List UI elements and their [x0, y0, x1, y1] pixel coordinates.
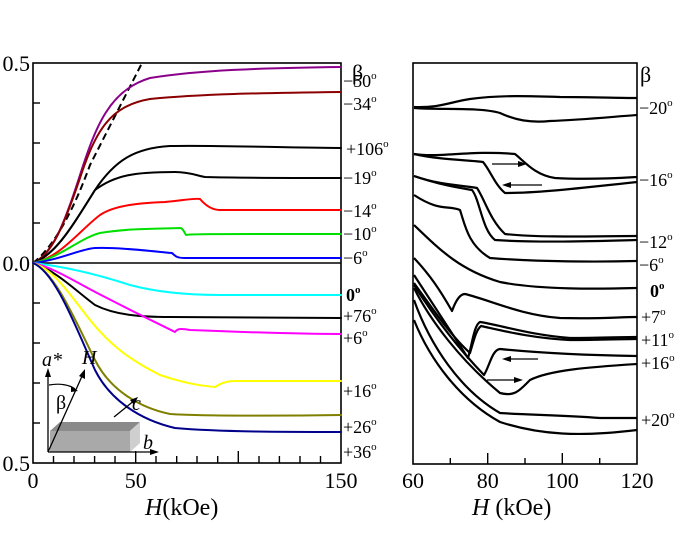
- curve-minus-14: [32, 197, 342, 264]
- label-plus-76: +76o: [343, 305, 377, 326]
- curve-plus-76: [32, 262, 342, 319]
- curve-plus-16-down: [413, 284, 638, 377]
- label-minus-6: −6o: [639, 254, 664, 275]
- label-plus-36: +36o: [343, 441, 377, 462]
- curve-minus-20-down: [413, 106, 638, 123]
- curve-plus-6: [32, 262, 342, 335]
- label-minus-12: −12o: [639, 231, 673, 252]
- label-plus-106: +106o: [346, 138, 389, 159]
- label-minus-14: −14o: [343, 200, 377, 221]
- right-x-axis-title: H (kOe): [471, 495, 551, 521]
- curve-plus-11-a: [413, 274, 638, 360]
- a-star-arrow-head: [45, 368, 51, 377]
- inset-label-h: H: [81, 347, 98, 369]
- x-tick-50: 50: [125, 468, 147, 493]
- curve-minus-6: [32, 246, 342, 264]
- curve-plus-16: [32, 262, 342, 388]
- crystal-orientation-inset: a* H β c b: [42, 347, 159, 455]
- left-beta-labels: −50o −34o +106o −19o −14o −10o −6o 0o +7…: [343, 70, 389, 462]
- label-minus-10: −10o: [343, 223, 377, 244]
- left-y-ticks: [33, 102, 40, 424]
- inset-label-b: b: [143, 432, 153, 454]
- label-minus-16: −16o: [639, 169, 673, 190]
- label-plus-20: +20o: [641, 409, 675, 430]
- y-tick-0.0: 0.0: [3, 251, 31, 276]
- label-0: 0o: [346, 284, 361, 305]
- right-chart: 60 80 100 120 H (kOe): [402, 62, 675, 521]
- curve-minus-6: [413, 194, 638, 263]
- label-minus-6: −6o: [343, 247, 368, 268]
- curve-minus-20-up: [413, 95, 638, 109]
- curve-minus-16-down: [413, 152, 638, 195]
- curve-plus-20-b: [412, 319, 638, 436]
- label-minus-19: −19o: [343, 167, 377, 188]
- x-tick-120: 120: [621, 468, 654, 493]
- curve-0: [32, 262, 342, 296]
- crystal-side-face: [130, 422, 140, 452]
- inset-label-beta: β: [56, 392, 66, 414]
- beta-arc-arrow-head: [71, 386, 78, 392]
- label-minus-50: −50o: [343, 70, 377, 91]
- label-plus-6: +6o: [343, 327, 368, 348]
- label-minus-20: −20o: [639, 97, 673, 118]
- curve-plus-106: [32, 144, 342, 264]
- right-curves: [412, 95, 638, 436]
- label-plus-16: +16o: [343, 380, 377, 401]
- h-arrow-head: [79, 369, 85, 379]
- crystal-front-face: [50, 431, 130, 452]
- curve-plus-26: [32, 262, 342, 417]
- label-plus-26: +26o: [343, 416, 377, 437]
- hysteresis-arrows: [487, 161, 542, 383]
- inset-label-c: c: [132, 393, 141, 415]
- arrow-right-head-minus-16: [518, 161, 527, 167]
- label-0: 0o: [650, 280, 665, 301]
- curve-minus-12-a: [413, 174, 638, 238]
- left-x-axis-title: H(kOe): [144, 495, 218, 521]
- x-tick-100: 100: [546, 468, 579, 493]
- label-minus-34: −34o: [343, 93, 377, 114]
- label-plus-11: +11o: [641, 329, 674, 350]
- curve-0: [413, 224, 638, 290]
- label-plus-16: +16o: [641, 352, 675, 373]
- h-field-arrow: [47, 373, 84, 453]
- curve-plus-36: [32, 262, 342, 433]
- arrow-left-head-plus-16: [502, 356, 511, 362]
- arrow-left-head-minus-16: [502, 182, 511, 188]
- label-plus-7: +7o: [641, 306, 666, 327]
- left-legend-title: β: [352, 60, 363, 85]
- x-tick-0: 0: [28, 468, 39, 493]
- right-plot-frame: [412, 62, 638, 465]
- curve-minus-16-up: [413, 151, 638, 180]
- b-arrow-head: [150, 449, 159, 455]
- curve-plus-16-up: [413, 287, 638, 396]
- curve-minus-19: [32, 171, 342, 264]
- curve-plus-20-a: [412, 299, 637, 420]
- c-axis-arrow: [113, 399, 136, 418]
- c-arrow-head: [130, 397, 138, 405]
- curve-plus-7: [413, 257, 638, 320]
- inset-label-a-star: a*: [42, 349, 62, 371]
- left-x-ticks: [52, 451, 322, 463]
- crystal-top-face: [50, 422, 140, 431]
- left-chart: 0.5 0.0 0.5 0 50 150 H(kOe) β −50o −34o …: [3, 51, 390, 521]
- x-tick-150: 150: [325, 468, 358, 493]
- curve-minus-34: [32, 91, 342, 264]
- x-tick-80: 80: [477, 468, 499, 493]
- right-x-ticks: [449, 453, 601, 464]
- curve-minus-10: [32, 227, 342, 264]
- dashed-extrapolation-line: [32, 62, 143, 264]
- arrow-right-head-plus-16: [514, 377, 523, 383]
- right-legend-title: β: [640, 62, 651, 87]
- curve-minus-12-b: [413, 174, 638, 243]
- y-tick-0.5: 0.5: [3, 51, 31, 76]
- right-beta-labels: −20o −16o −12o −6o 0o +7o +11o +16o +20o: [639, 97, 675, 430]
- x-tick-60: 60: [402, 468, 424, 493]
- y-tick-minus-0.5: 0.5: [3, 451, 31, 476]
- curve-plus-11-b: [413, 282, 638, 355]
